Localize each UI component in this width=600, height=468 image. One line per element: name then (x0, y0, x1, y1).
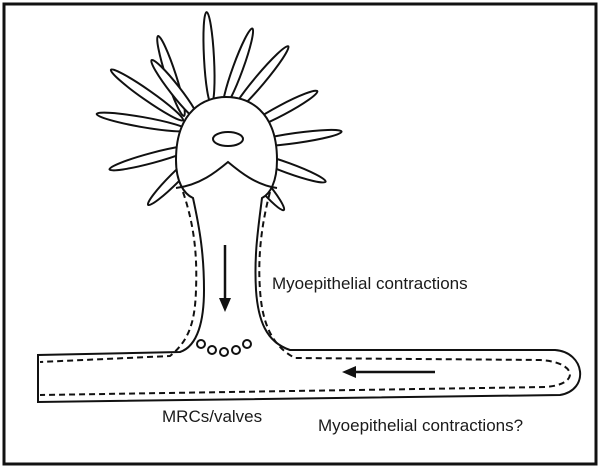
polyp-outline (38, 97, 580, 402)
label-myoepithelial-contractions-question: Myoepithelial contractions? (318, 416, 523, 435)
valve-circle (197, 340, 205, 348)
valve-circle (208, 346, 216, 354)
lumen-left-wall (40, 192, 196, 362)
valve-circle (243, 340, 251, 348)
mouth (213, 132, 243, 146)
label-myoepithelial-contractions: Myoepithelial contractions (272, 274, 468, 293)
tentacle (202, 12, 217, 104)
valve-circle (232, 346, 240, 354)
valve-circle (220, 348, 228, 356)
label-mrcs-valves: MRCs/valves (162, 407, 262, 426)
